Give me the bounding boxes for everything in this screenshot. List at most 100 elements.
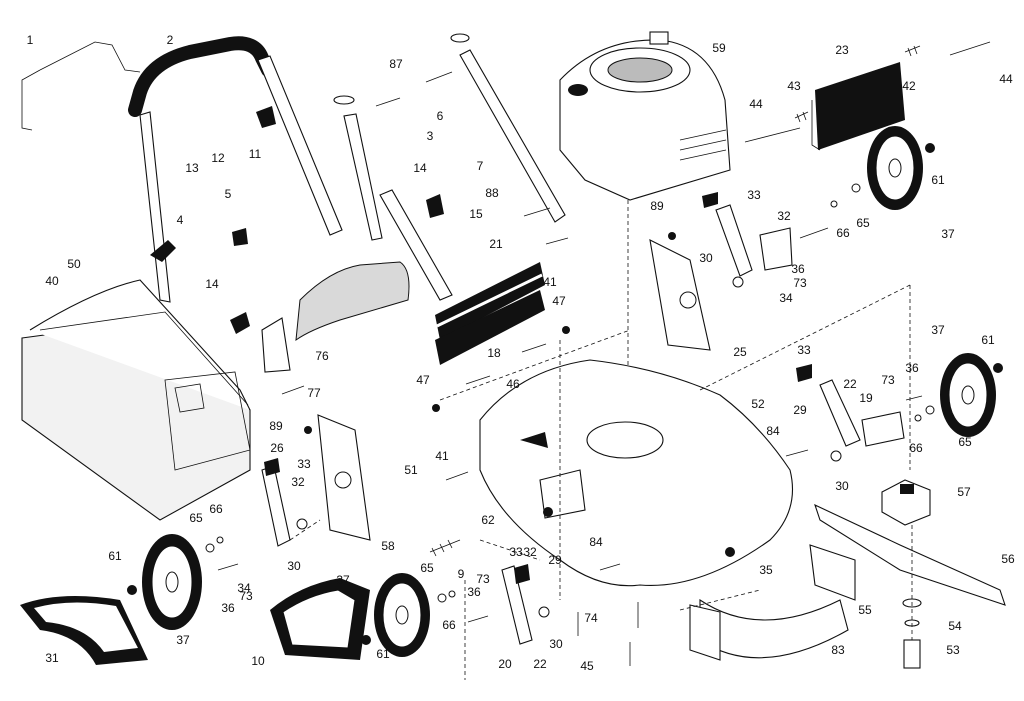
part-number-label: 66	[909, 441, 923, 455]
part-number-label: 53	[946, 643, 960, 657]
blade-adapter-57	[881, 479, 931, 526]
part-number-label: 1	[27, 33, 34, 47]
part-number-label: 73	[793, 276, 807, 290]
part-number-label: 42	[902, 79, 916, 93]
lower-handle-3	[333, 33, 566, 301]
axle-bracket-19	[759, 227, 905, 447]
height-adjuster-26	[317, 414, 371, 541]
part-number-label: 12	[211, 151, 225, 165]
rear-wheel-right-37	[374, 573, 430, 657]
mower-deck-52	[479, 359, 794, 587]
rear-cover-10	[270, 578, 370, 660]
part-number-label: 40	[45, 274, 59, 288]
part-number-label: 61	[981, 333, 995, 347]
part-number-label: 73	[239, 589, 253, 603]
blade-bolt-stack	[902, 525, 922, 669]
part-number-label: 44	[999, 72, 1013, 86]
part-number-label: 44	[749, 97, 763, 111]
part-number-label: 20	[498, 657, 512, 671]
part-number-label: 14	[413, 161, 427, 175]
part-number-label: 84	[766, 424, 780, 438]
part-number-label: 11	[249, 147, 262, 161]
part-number-label: 22	[533, 657, 547, 671]
part-number-label: 66	[836, 226, 850, 240]
part-number-label: 6	[437, 109, 444, 123]
part-number-label: 5	[225, 187, 232, 201]
part-number-label: 30	[287, 559, 301, 573]
part-number-label: 89	[269, 419, 283, 433]
part-number-label: 9	[458, 567, 465, 581]
part-number-label: 46	[506, 377, 520, 391]
part-number-label: 4	[177, 213, 184, 227]
part-number-label: 41	[543, 275, 557, 289]
part-number-label: 33	[509, 545, 523, 559]
nuts-and-washers	[127, 143, 1003, 645]
part-number-label: 41	[435, 449, 449, 463]
part-number-label: 30	[835, 479, 849, 493]
bolts	[217, 41, 991, 666]
part-number-label: 84	[589, 535, 603, 549]
part-number-label: 51	[404, 463, 418, 477]
part-number-label: 21	[489, 237, 503, 251]
part-number-label: 37	[336, 573, 350, 587]
part-number-label: 31	[45, 651, 59, 665]
part-number-label: 76	[315, 349, 329, 363]
part-number-label: 87	[389, 57, 403, 71]
part-number-label: 89	[650, 199, 664, 213]
part-number-label: 65	[189, 511, 203, 525]
engine-59	[559, 31, 731, 440]
part-number-label: 52	[751, 397, 765, 411]
part-number-label: 33	[297, 457, 311, 471]
height-adjuster-25	[649, 239, 711, 351]
part-number-label: 47	[552, 294, 566, 308]
part-number-label: 14	[205, 277, 219, 291]
part-number-label: 29	[548, 553, 562, 567]
part-number-label: 61	[931, 173, 945, 187]
part-number-label: 29	[793, 403, 807, 417]
part-number-label: 37	[176, 633, 190, 647]
part-number-label: 45	[580, 659, 594, 673]
part-number-label: 37	[931, 323, 945, 337]
part-number-label: 54	[948, 619, 962, 633]
part-number-label: 32	[777, 209, 791, 223]
part-number-label: 73	[476, 572, 490, 586]
part-number-label: 57	[957, 485, 971, 499]
part-number-label: 33	[797, 343, 811, 357]
part-number-label: 37	[941, 227, 955, 241]
part-number-label: 30	[699, 251, 713, 265]
part-number-label: 88	[485, 186, 499, 200]
grass-bag-40	[21, 279, 251, 521]
front-wheel-top-37	[867, 126, 923, 210]
part-number-label: 58	[381, 539, 395, 553]
part-number-label: 65	[856, 216, 870, 230]
part-number-label: 36	[221, 601, 235, 615]
wheel-cover-31	[20, 596, 148, 665]
part-number-label: 56	[1001, 552, 1015, 566]
part-number-label: 22	[843, 377, 857, 391]
part-number-label: 65	[958, 435, 972, 449]
part-number-label: 73	[881, 373, 895, 387]
part-number-label: 55	[858, 603, 872, 617]
part-number-label: 25	[733, 345, 747, 359]
handle-knobs	[150, 106, 444, 334]
part-number-label: 15	[469, 207, 483, 221]
mulch-flap-23	[811, 62, 905, 151]
part-number-label: 61	[108, 549, 122, 563]
part-number-label: 3	[427, 129, 434, 143]
part-number-label: 36	[905, 361, 919, 375]
part-number-label: 26	[270, 441, 284, 455]
part-number-label: 18	[487, 346, 501, 360]
part-number-label: 66	[209, 502, 223, 516]
part-number-label: 34	[779, 291, 793, 305]
part-number-label: 62	[481, 513, 495, 527]
part-number-label: 50	[67, 257, 81, 271]
front-wheel-right-37	[940, 353, 996, 437]
rear-flap-21	[435, 262, 545, 365]
part-number-label: 36	[467, 585, 481, 599]
part-number-label: 7	[477, 159, 484, 173]
control-bar-1	[21, 41, 141, 131]
part-number-label: 30	[549, 637, 563, 651]
part-number-label: 10	[251, 654, 265, 668]
